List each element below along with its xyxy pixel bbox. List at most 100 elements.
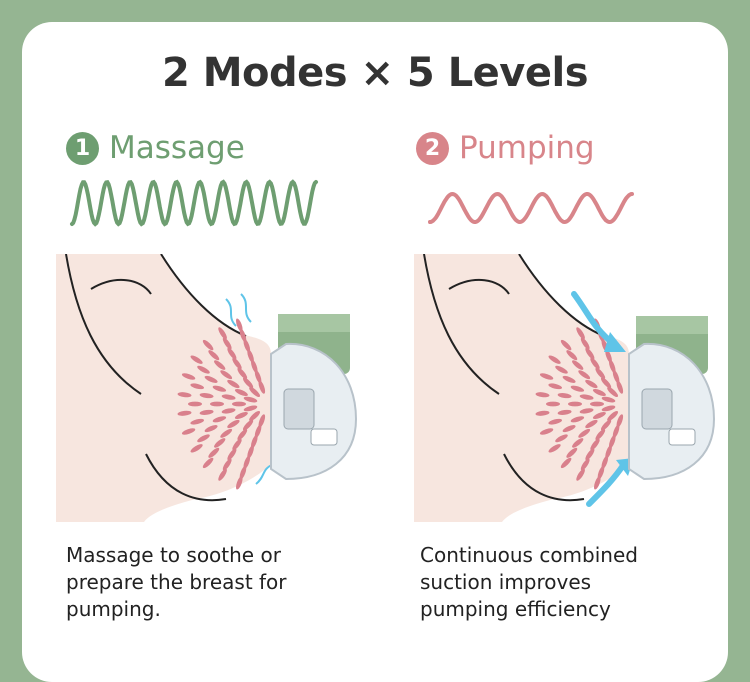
tissue-stroke	[562, 425, 576, 433]
tissue-stroke	[254, 370, 262, 384]
tissue-stroke	[214, 438, 226, 448]
tissue-stroke	[609, 434, 616, 449]
tissue-stroke	[585, 379, 598, 389]
tissue-stroke	[242, 419, 254, 431]
tissue-stroke	[237, 429, 248, 441]
mode-description-massage: Massage to soothe or prepare the breast …	[66, 543, 287, 621]
breast-massage-illustration	[56, 254, 358, 522]
tissue-stroke	[227, 419, 240, 429]
tissue-stroke	[208, 447, 220, 458]
tissue-stroke	[232, 401, 246, 407]
breast-pumping-illustration	[414, 254, 716, 522]
tissue-stroke	[234, 411, 248, 420]
tissue-stroke	[232, 438, 242, 451]
tissue-stroke	[616, 380, 624, 394]
tissue-stroke	[600, 419, 612, 431]
tissue-stroke	[239, 328, 247, 343]
tissue-stroke	[616, 414, 624, 428]
tissue-stroke	[243, 455, 251, 469]
tissue-stroke	[570, 416, 585, 423]
tissue-stroke	[546, 401, 560, 407]
tissue-stroke	[237, 367, 248, 379]
tissue-stroke	[258, 414, 266, 428]
tissue-stroke	[234, 388, 248, 397]
tissue-stroke	[243, 396, 258, 403]
tissue-stroke	[548, 355, 561, 364]
tissue-stroke	[243, 339, 251, 353]
tissue-stroke	[247, 445, 254, 459]
mode-description-pumping: Continuous combined suction improves pum…	[420, 543, 638, 621]
mode-number-badge: 2	[416, 131, 449, 165]
tissue-stroke	[585, 448, 595, 461]
tissue-stroke	[221, 408, 236, 414]
tissue-stroke	[590, 438, 600, 451]
tissue-stroke	[177, 410, 192, 416]
tissue-stroke	[580, 458, 590, 471]
tissue-stroke	[590, 357, 600, 370]
tissue-stroke	[590, 401, 604, 407]
tissue-stroke	[605, 349, 612, 363]
tissue-stroke	[214, 360, 226, 370]
tissue-stroke	[243, 405, 258, 412]
tissue-stroke	[221, 394, 236, 400]
tissue-stroke	[212, 416, 227, 423]
tissue-stroke	[190, 355, 203, 364]
tissue-stroke	[177, 392, 192, 398]
massage-wave-icon	[70, 179, 318, 227]
tissue-stroke	[210, 401, 224, 407]
tissue-stroke	[578, 428, 591, 438]
mode-pumping-header: 2 Pumping	[416, 128, 595, 168]
tissue-stroke	[181, 428, 196, 435]
tissue-stroke	[249, 386, 261, 398]
tissue-stroke	[555, 365, 568, 374]
tissue-stroke	[607, 410, 619, 422]
tissue-stroke	[222, 458, 232, 471]
mode-number-badge: 1	[66, 131, 99, 165]
tissue-stroke	[592, 388, 606, 397]
tissue-stroke	[601, 455, 609, 469]
tissue-stroke	[594, 476, 601, 490]
tissue-stroke	[566, 447, 578, 458]
tissue-stroke	[600, 377, 612, 389]
tissue-stroke	[548, 418, 563, 425]
mode-name: Massage	[109, 130, 245, 166]
mode-massage-header: 1 Massage	[66, 128, 245, 168]
tissue-stroke	[555, 434, 568, 443]
tissue-stroke	[249, 410, 261, 422]
tissue-stroke	[199, 409, 214, 415]
tissue-stroke	[579, 394, 594, 400]
tissue-stroke	[595, 429, 606, 441]
tissue-stroke	[202, 457, 214, 469]
tissue-stroke	[579, 408, 594, 414]
tissue-stroke	[227, 347, 237, 360]
tissue-stroke	[597, 465, 605, 480]
tissue-stroke	[592, 411, 606, 420]
tissue-stroke	[572, 360, 584, 370]
tissue-stroke	[190, 383, 205, 390]
tissue-stroke	[254, 424, 262, 438]
tissue-stroke	[595, 367, 606, 379]
tissue-stroke	[251, 434, 258, 449]
tissue-stroke	[242, 377, 254, 389]
tissue-stroke	[585, 419, 598, 429]
tissue-stroke	[247, 349, 254, 363]
tissue-stroke	[199, 393, 214, 399]
tissue-stroke	[570, 385, 585, 392]
tissue-stroke	[539, 373, 554, 380]
tissue-stroke	[560, 457, 572, 469]
tissue-stroke	[188, 401, 202, 407]
tissue-stroke	[220, 428, 233, 438]
tissue-stroke	[197, 434, 210, 443]
tissue-stroke	[236, 476, 243, 490]
tissue-stroke	[609, 359, 616, 374]
tissue-stroke	[535, 392, 550, 398]
tissue-stroke	[227, 448, 237, 461]
tissue-stroke	[208, 350, 220, 361]
tissue-stroke	[222, 337, 232, 350]
tissue-stroke	[548, 383, 563, 390]
tissue-stroke	[535, 410, 550, 416]
tissue-stroke	[239, 465, 247, 480]
tissue-stroke	[572, 438, 584, 448]
tissue-stroke	[251, 359, 258, 374]
tissue-stroke	[601, 405, 616, 412]
